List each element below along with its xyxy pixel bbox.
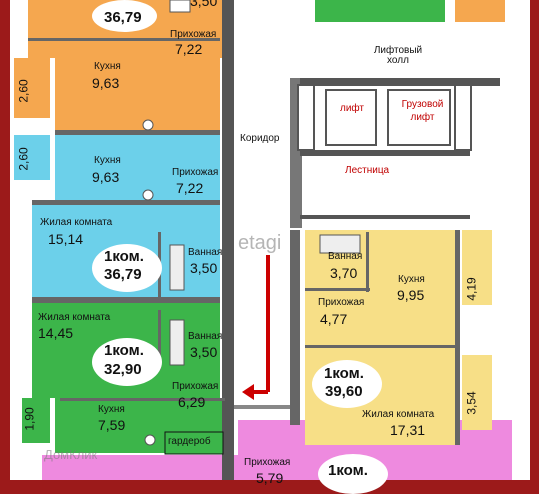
apartment-blue-type: 1ком. [104,248,144,265]
apartment-orange-fill [55,58,220,130]
stairs-label: Лестница [345,165,390,176]
apartment-green-living-label: Жилая комната [38,312,111,323]
apartment-orange-kitchen-label: Кухня [94,61,121,72]
apartment-yellow-living-area: 17,31 [390,422,426,438]
apartment-green-bath-label: Ванная [188,331,223,342]
apartment-orange-kitchen-area: 9,63 [92,75,120,91]
freight-lift-label: Грузовой лифт [401,99,444,123]
apartment-blue-hall-label: Прихожая [172,167,219,178]
apartment-green-hall-label: Прихожая [172,381,219,392]
apartment-yellow-kitchen-label: Кухня [398,274,425,285]
floor-plan [10,0,530,480]
apartment-yellow-balcony-1-area: 4,19 [464,277,479,301]
apartment-green-hall-area: 6,29 [178,394,206,410]
apartment-top-area: 36,79 [104,9,142,26]
apartment-green-balcony-area: 1,90 [22,407,37,431]
apartment-pink-hall-area: 5,79 [256,470,284,486]
apartment-blue-kitchen-area: 9,63 [92,169,120,185]
lift-label: лифт [340,103,365,114]
apartment-yellow-badge [312,360,382,408]
apartment-top-hall-label: Прихожая [170,29,217,40]
apartment-yellow-kitchen-area: 9,95 [397,287,425,303]
apartment-pink-hall-label: Прихожая [244,457,291,468]
apartment-yellow-bath-label: Ванная [328,251,363,262]
apartment-green-living-area: 14,45 [38,325,74,341]
apartment-blue-balcony-area: 2,60 [16,147,31,171]
apartment-blue-bath-label: Ванная [188,247,223,258]
apartment-blue-hall-area: 7,22 [176,180,204,196]
apartment-green-area: 32,90 [104,361,142,378]
apartment-green-wardrobe-label: гардероб [168,436,211,447]
entrance-arrow-icon [242,255,270,400]
apartment-blue-area: 36,79 [104,266,142,283]
apartment-blue-kitchen-label: Кухня [94,155,121,166]
apartment-orange-balcony-area: 2,60 [16,79,31,103]
apartment-yellow-hall-area: 4,77 [320,311,348,327]
apartment-yellow-type: 1ком. [324,365,364,382]
apartment-top-area-badge [92,0,157,32]
apartment-yellow-area: 39,60 [325,383,363,400]
apartment-yellow-living-label: Жилая комната [362,409,435,420]
apartment-top-hall-area: 7,22 [175,41,203,57]
apartment-blue-bath-area: 3,50 [190,260,218,276]
domclick-watermark: ДомКлик [44,447,98,462]
apartment-blue-badge [92,244,162,292]
apartment-blue-living-label: Жилая комната [40,217,113,228]
apartment-pink-type: 1ком. [328,462,368,479]
apartment-green-type: 1ком. [104,342,144,359]
apartment-green-kitchen-label: Кухня [98,404,125,415]
apartment-yellow-hall-label: Прихожая [318,297,365,308]
apartment-yellow-bath-area: 3,70 [330,265,358,281]
etagi-watermark: etagi [238,232,282,254]
apartment-yellow-balcony-2-area: 3,54 [464,391,479,415]
lift-hall-label: Лифтовый холл [373,45,423,66]
apartment-top-bath-area: 3,50 [190,0,218,9]
apartment-green-kitchen-area: 7,59 [98,417,126,433]
apartment-blue-living-area: 15,14 [48,231,84,247]
corridor-label: Коридор [240,133,280,144]
apartment-green-badge [92,338,162,386]
apartment-blue-fill [55,135,220,200]
apartment-green-bath-area: 3,50 [190,344,218,360]
